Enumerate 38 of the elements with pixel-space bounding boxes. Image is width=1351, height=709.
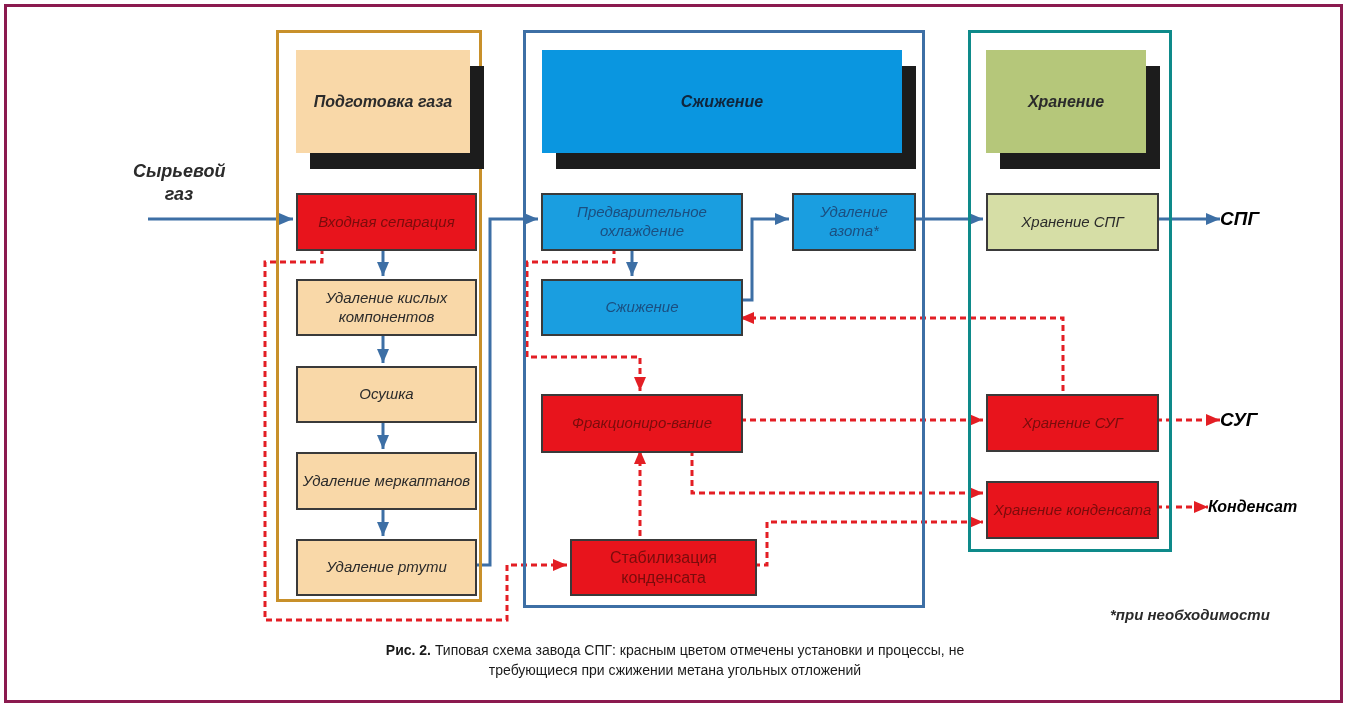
process-label: Удаление азота* xyxy=(819,203,889,241)
process-box xyxy=(541,193,743,251)
process-box xyxy=(792,193,916,251)
section-title: Подготовка газа xyxy=(312,91,454,112)
process-label: Хранение СУГ xyxy=(1021,413,1125,433)
process-box xyxy=(296,366,477,423)
process-box xyxy=(541,279,743,336)
flow-arrow xyxy=(148,213,293,225)
process-label: Фракциониро-вание xyxy=(571,414,713,433)
process-label: Осушка xyxy=(358,385,415,404)
process-box xyxy=(570,539,757,596)
process-label: Хранение конденсата xyxy=(992,500,1153,520)
process-box xyxy=(296,539,477,596)
process-label: Удаление ртути xyxy=(325,558,448,577)
section-title: Сжижение xyxy=(679,91,765,112)
process-box xyxy=(986,394,1159,452)
process-box xyxy=(986,481,1159,539)
group-frame xyxy=(523,30,925,608)
process-box xyxy=(296,279,477,336)
process-box xyxy=(986,193,1159,251)
process-label: Предварительное охлаждение xyxy=(576,203,708,241)
process-box xyxy=(541,394,743,453)
output-label: СПГ xyxy=(1220,204,1280,234)
process-label: Стабилизация конденсата xyxy=(609,547,718,588)
process-label: Входная сепарация xyxy=(317,212,456,232)
process-label: Сжижение xyxy=(604,298,680,317)
output-label: Конденсат xyxy=(1208,494,1308,520)
process-label: Хранение СПГ xyxy=(1020,212,1126,232)
group-frame xyxy=(276,30,482,602)
group-frame xyxy=(968,30,1172,552)
output-label: СУГ xyxy=(1220,405,1280,435)
process-box xyxy=(296,452,477,510)
section-title: Хранение xyxy=(1026,91,1106,112)
process-box xyxy=(296,193,477,251)
footnote: *при необходимости xyxy=(1110,606,1270,623)
process-label: Удаление кислых компонентов xyxy=(324,288,449,327)
figure-caption: Рис. 2. Типовая схема завода СПГ: красным цветом отмечены установки и процессы, не требующиеся при сжижении метана угольных отложений xyxy=(384,641,966,681)
process-label: Удаление меркаптанов xyxy=(301,471,472,491)
